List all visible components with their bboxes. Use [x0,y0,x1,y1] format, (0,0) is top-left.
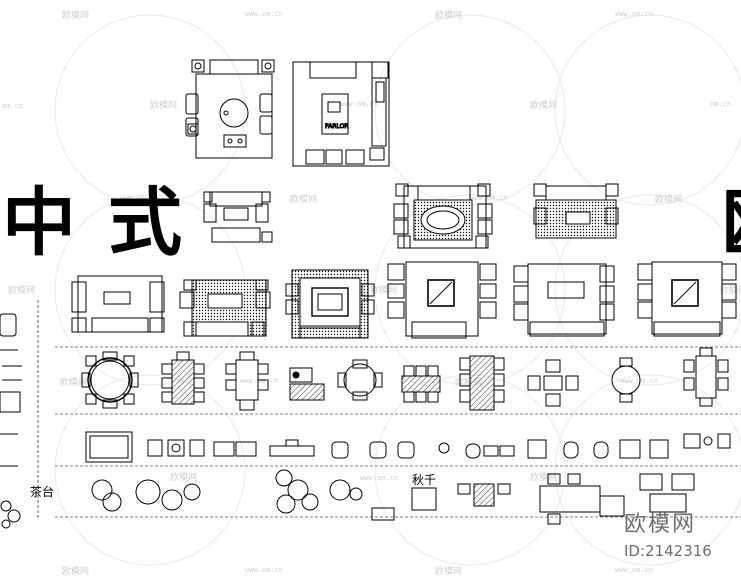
watermark-url: www.om.cn [615,10,653,18]
watermark-url: www.om.cn [615,566,653,574]
dining-round-6 [337,359,383,401]
watermark-logo: 欧模网 [655,193,682,205]
furniture-row5 [85,431,731,463]
tea-table-items [371,473,695,525]
brand-watermark: 欧模网 ID:2142316 [624,512,712,560]
dining-square-4 [527,359,579,407]
watermark-logo: 欧模网 [370,284,397,296]
watermark-logo: 欧模网 [530,99,557,111]
dining-rect-6 [225,351,269,411]
watermark-url: www.om.cn [360,474,398,482]
dining-rect-right [683,347,729,407]
watermark-circles [54,14,741,566]
watermark-logo: 欧模网 [170,471,197,483]
small-sofa-set [203,191,273,243]
watermark-url: www.om.cn [245,566,283,574]
svg-text:欧: 欧 [722,180,741,266]
watermark-url: www.om.cn [245,10,283,18]
watermark-logo: 欧模网 [720,284,741,296]
swing-label: 秋千 [412,473,436,487]
watermark-logo: 欧模网 [8,284,35,296]
row-separators [37,300,741,520]
parlor-label: PARLOR [325,123,349,130]
title-char-ou-clipped: 欧 [722,180,741,266]
watermark-url: om.cn [710,100,731,108]
tea-table-label: 茶台 [30,484,54,499]
sofa-set-row3-4 [387,261,497,339]
brand-logo: 欧模网 [624,512,696,537]
oval-table-set [393,183,493,249]
sofa-set-row3-6 [637,261,737,337]
sofa-set-parlor: PARLOR [292,61,390,167]
sofa-set-row3-5 [513,263,615,337]
watermark-url: www.om.cn [240,377,278,385]
plants-and-garden [91,469,363,514]
brand-id: ID:2142316 [624,542,712,560]
watermark-url: www.om.cn [340,100,378,108]
watermarks: 欧模网 www.om.cn 欧模网 www.om.cn om.cn 欧模网 ww… [2,9,741,577]
watermark-logo: 欧模网 [62,565,89,577]
watermark-url: www.om.cn [470,194,508,202]
sideboard-small [289,367,325,401]
watermark-url: om.cn [2,102,23,110]
dining-long-hatched [459,355,505,411]
watermark-url: www.om.cn [120,194,158,202]
sofa-set-row3-1 [71,275,165,333]
dining-rect-hatched-6 [161,351,205,405]
dining-round-8 [81,351,139,409]
watermark-logo: 欧模网 [150,99,177,111]
title-char-zhong: 中 [2,180,76,266]
left-edge-items [0,313,22,529]
watermark-logo: 欧模网 [290,193,317,205]
title-char-shi: 式 [108,180,182,266]
watermark-url: www.om.cn [620,377,658,385]
watermark-logo: 欧模网 [435,9,462,21]
watermark-logo: 欧模网 [530,471,557,483]
watermark-logo: 欧模网 [62,9,89,21]
dining-round-2 [611,357,641,403]
watermark-logo: 欧模网 [60,376,87,388]
sofa-set-round-table [185,59,275,159]
watermark-logo: 欧模网 [435,565,462,577]
sofa-set-row3-3 [285,269,375,339]
sofa-set-row3-2 [179,279,271,337]
rug-sofa-set-right [533,183,619,239]
dining-rect-hatched-8 [401,365,441,403]
